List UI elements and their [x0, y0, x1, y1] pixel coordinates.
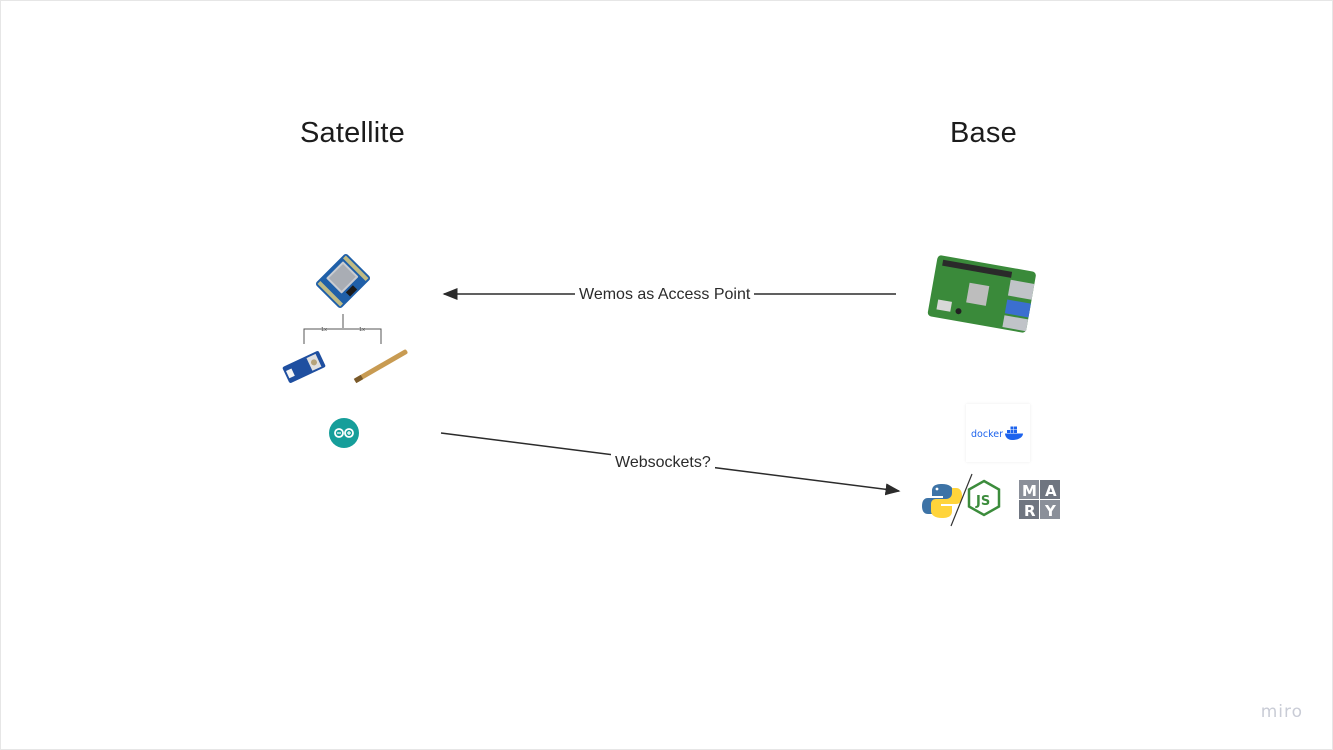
base-title: Base	[950, 117, 1017, 149]
branch-label-right: 1x	[359, 327, 365, 333]
sensor-module-icon[interactable]	[282, 350, 326, 383]
flex-sensor-icon[interactable]	[353, 349, 408, 384]
satellite-title: Satellite	[300, 117, 405, 149]
wemos-board-icon[interactable]	[315, 253, 372, 310]
mary-letter-y: Y	[1044, 502, 1057, 520]
mary-tts-icon[interactable]	[1019, 480, 1060, 519]
separator-slash	[950, 473, 973, 527]
docker-wordmark: docker	[971, 429, 1003, 440]
nodejs-label: JS	[975, 494, 990, 509]
nodejs-icon[interactable]	[967, 479, 1001, 517]
branch-connector	[303, 314, 382, 344]
websockets-label: Websockets?	[611, 453, 715, 473]
python-icon[interactable]	[922, 484, 962, 518]
miro-watermark: miro	[1260, 702, 1303, 722]
mary-letter-r: R	[1024, 502, 1036, 520]
access-point-label: Wemos as Access Point	[575, 285, 755, 305]
mary-letter-a: A	[1045, 482, 1057, 500]
docker-icon: docker	[971, 426, 1023, 440]
mary-letter-m: M	[1022, 482, 1037, 500]
docker-card[interactable]: docker	[966, 404, 1030, 462]
arduino-icon[interactable]	[329, 418, 359, 448]
raspberry-pi-icon[interactable]	[927, 255, 1036, 333]
branch-label-left: 1x	[321, 327, 327, 333]
